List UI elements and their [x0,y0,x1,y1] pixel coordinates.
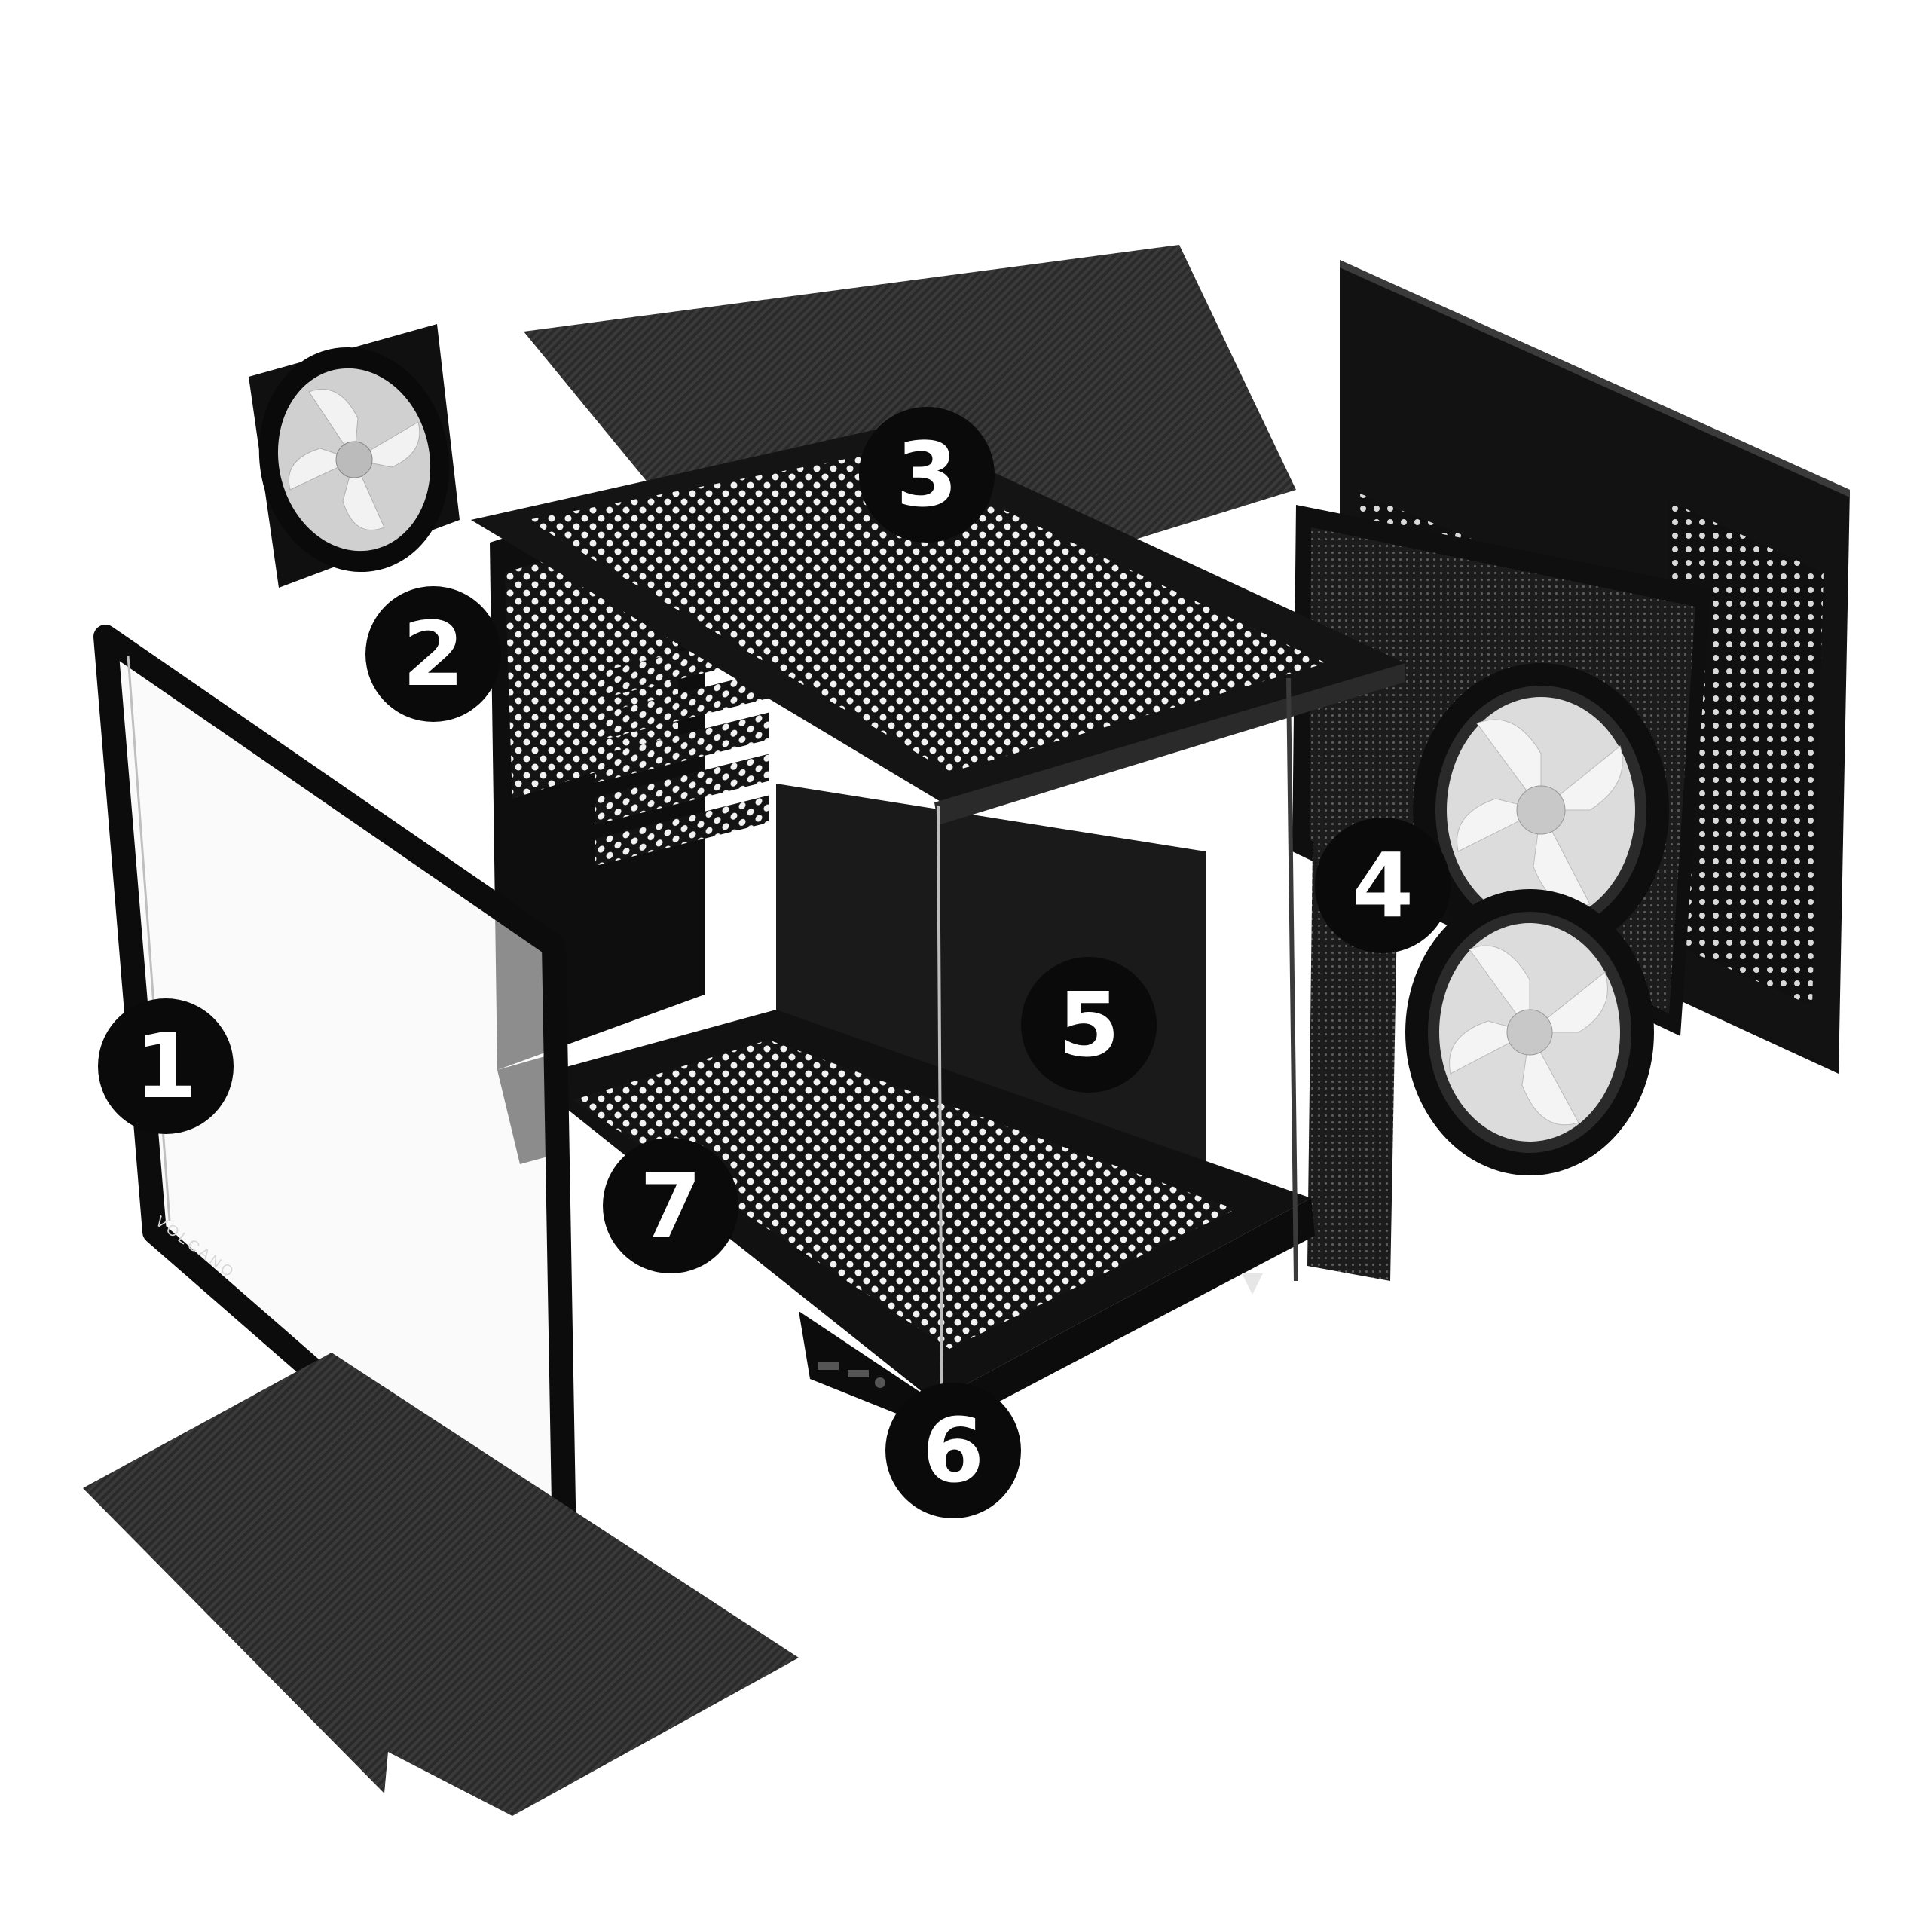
callout-7-label: 7 [639,1154,702,1258]
bottom-dust-filter [83,1353,799,1816]
callout-5: 5 [1021,957,1157,1093]
side-fan-lower [1405,889,1654,1175]
callout-6: 6 [885,1383,1021,1518]
main-chassis [471,426,1405,1432]
callout-4: 4 [1315,818,1451,953]
usb-port-icon [848,1370,869,1377]
callout-3-label: 3 [895,423,958,527]
callout-7: 7 [603,1138,738,1273]
callout-1-label: 1 [134,1014,197,1118]
callout-5-label: 5 [1057,973,1120,1077]
callout-6-label: 6 [922,1399,985,1502]
callout-2: 2 [365,586,501,722]
callout-1: 1 [98,998,234,1134]
callout-3: 3 [859,407,995,543]
callout-2-label: 2 [402,602,465,706]
brand-logo-icon [1242,1273,1263,1295]
rear-exhaust-fan [249,324,460,588]
callout-4-label: 4 [1351,833,1414,937]
audio-jack-icon [875,1377,885,1388]
pci-slot-covers [595,629,769,867]
usb-port-icon [818,1362,839,1370]
side-fan-upper [1413,663,1669,957]
